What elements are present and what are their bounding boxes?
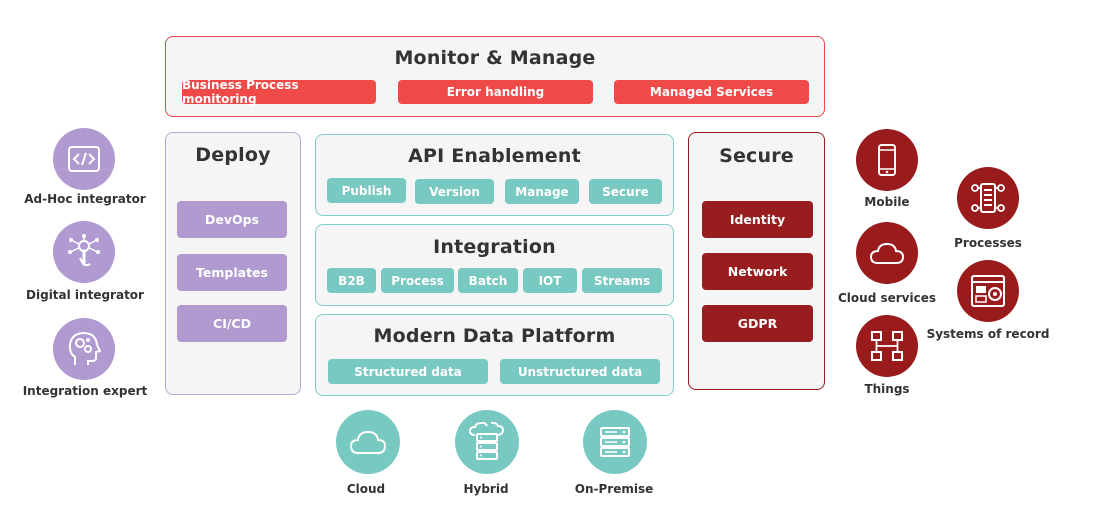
network-pill[interactable]: Network — [702, 253, 813, 290]
digital-integrator-label: Digital integrator — [26, 288, 144, 302]
secure-panel: Secure Identity Network GDPR — [688, 132, 825, 390]
monitor-manage-panel: Monitor & Manage Business Process monito… — [165, 36, 825, 117]
managed-services-pill[interactable]: Managed Services — [614, 80, 809, 104]
structured-data-pill[interactable]: Structured data — [328, 359, 488, 384]
deploy-panel: Deploy DevOps Templates CI/CD — [165, 132, 301, 395]
error-handling-pill[interactable]: Error handling — [398, 80, 593, 104]
cloud-label: Cloud — [346, 482, 386, 496]
process-pill[interactable]: Process — [381, 268, 454, 293]
cloud-deploy-icon — [336, 410, 400, 474]
api-enablement-panel: API Enablement Publish Version Manage Se… — [315, 134, 674, 216]
network-nodes-icon — [856, 315, 918, 377]
cloud-server-icon — [455, 410, 519, 474]
integration-expert-label: Integration expert — [22, 384, 148, 398]
integration-title: Integration — [433, 236, 556, 258]
ad-hoc-integrator-label: Ad-Hoc integrator — [24, 192, 146, 206]
code-icon — [53, 128, 115, 190]
process-flow-icon — [957, 167, 1019, 229]
things-label: Things — [864, 382, 910, 396]
server-display-icon — [957, 260, 1019, 322]
mobile-label: Mobile — [864, 195, 910, 209]
processes-label: Processes — [954, 236, 1022, 250]
monitor-manage-title: Monitor & Manage — [394, 47, 596, 69]
unstructured-data-pill[interactable]: Unstructured data — [500, 359, 660, 384]
manage-pill[interactable]: Manage — [505, 179, 579, 204]
cloud-icon — [856, 222, 918, 284]
cloud-services-label: Cloud services — [837, 291, 937, 305]
iot-pill[interactable]: IOT — [523, 268, 577, 293]
templates-pill[interactable]: Templates — [177, 254, 287, 291]
ci-cd-pill[interactable]: CI/CD — [177, 305, 287, 342]
mobile-icon — [856, 129, 918, 191]
streams-pill[interactable]: Streams — [582, 268, 662, 293]
publish-pill[interactable]: Publish — [327, 178, 406, 203]
secure-api-pill[interactable]: Secure — [589, 179, 662, 204]
secure-title: Secure — [719, 145, 794, 167]
batch-pill[interactable]: Batch — [458, 268, 518, 293]
version-pill[interactable]: Version — [415, 179, 494, 204]
modern-data-platform-title: Modern Data Platform — [373, 325, 616, 347]
modern-data-platform-panel: Modern Data Platform Structured data Uns… — [315, 314, 674, 396]
deploy-title: Deploy — [195, 144, 271, 166]
systems-of-record-label: Systems of record — [926, 327, 1050, 341]
hybrid-label: Hybrid — [463, 482, 509, 496]
business-process-monitoring-pill[interactable]: Business Process monitoring — [182, 78, 376, 106]
devops-pill[interactable]: DevOps — [177, 201, 287, 238]
integration-panel: Integration B2B Process Batch IOT Stream… — [315, 224, 674, 306]
server-icon — [583, 410, 647, 474]
on-premise-label: On-Premise — [574, 482, 654, 496]
b2b-pill[interactable]: B2B — [327, 268, 376, 293]
gdpr-pill[interactable]: GDPR — [702, 305, 813, 342]
api-enablement-title: API Enablement — [408, 145, 581, 167]
touch-network-icon — [53, 221, 115, 283]
identity-pill[interactable]: Identity — [702, 201, 813, 238]
head-gears-icon — [53, 318, 115, 380]
